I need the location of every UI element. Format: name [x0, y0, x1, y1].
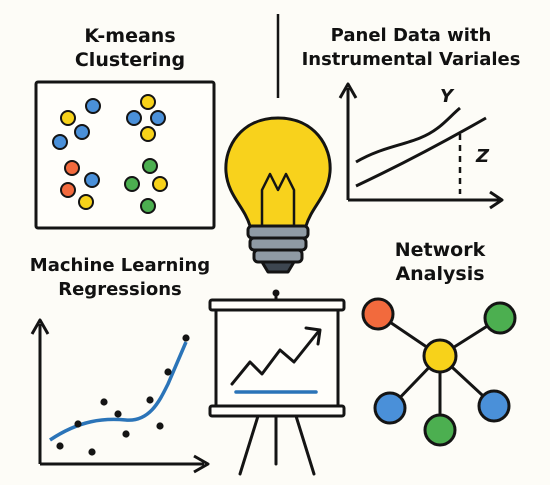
- ml-regressions-title-line1: Machine Learning: [29, 255, 211, 276]
- cluster-point: [140, 126, 156, 142]
- scatter-point: [100, 398, 108, 406]
- cluster-point: [64, 160, 80, 176]
- network-analysis-title: Network Analysis: [380, 238, 500, 286]
- cluster-point: [126, 110, 142, 126]
- cluster-point: [150, 110, 166, 126]
- network-graph-icon: [361, 297, 517, 447]
- panel-data-title: Panel Data with Instrumental Variales: [282, 24, 540, 72]
- scatter-regression-icon: [30, 318, 210, 474]
- network-analysis-title-line1: Network: [394, 239, 486, 261]
- cluster-point: [60, 110, 76, 126]
- line-chart-icon: Y Z: [338, 82, 504, 210]
- cluster-point: [142, 158, 158, 174]
- cluster-point: [140, 198, 156, 214]
- panel-data-title-line1: Panel Data with: [330, 25, 492, 46]
- kmeans-title-line2: Clustering: [74, 49, 186, 71]
- cluster-point: [85, 98, 101, 114]
- cluster-point: [140, 94, 156, 110]
- y-series-label: Y: [440, 86, 455, 107]
- lightbulb-icon: [224, 116, 332, 274]
- cluster-point: [78, 194, 94, 210]
- scatter-point: [182, 334, 190, 342]
- network-node: [477, 389, 511, 423]
- cluster-point: [52, 134, 68, 150]
- cluster-point: [60, 182, 76, 198]
- scatter-point: [114, 410, 122, 418]
- scatter-point: [156, 422, 164, 430]
- network-node: [373, 391, 407, 425]
- network-node: [423, 413, 457, 447]
- z-series-label: Z: [475, 146, 490, 167]
- scatter-point: [122, 430, 130, 438]
- network-analysis-title-line2: Analysis: [395, 263, 485, 285]
- kmeans-title-line1: K-means: [84, 25, 176, 47]
- scatter-point: [164, 368, 172, 376]
- cluster-point: [74, 124, 90, 140]
- scatter-point: [74, 420, 82, 428]
- scatter-point: [146, 396, 154, 404]
- scatter-point: [56, 442, 64, 450]
- network-node: [422, 338, 458, 374]
- ml-regressions-title-line2: Regressions: [58, 279, 182, 300]
- panel-data-title-line2: Instrumental Variales: [301, 49, 521, 70]
- kmeans-title: K-means Clustering: [40, 24, 220, 72]
- cluster-plot-icon: [34, 80, 216, 230]
- network-node: [483, 301, 517, 335]
- ml-regressions-title: Machine Learning Regressions: [14, 254, 226, 302]
- cluster-point: [84, 172, 100, 188]
- network-node: [361, 297, 395, 331]
- cluster-point: [124, 176, 140, 192]
- cluster-point: [152, 176, 168, 192]
- scatter-point: [88, 448, 96, 456]
- presentation-easel-icon: [208, 289, 346, 476]
